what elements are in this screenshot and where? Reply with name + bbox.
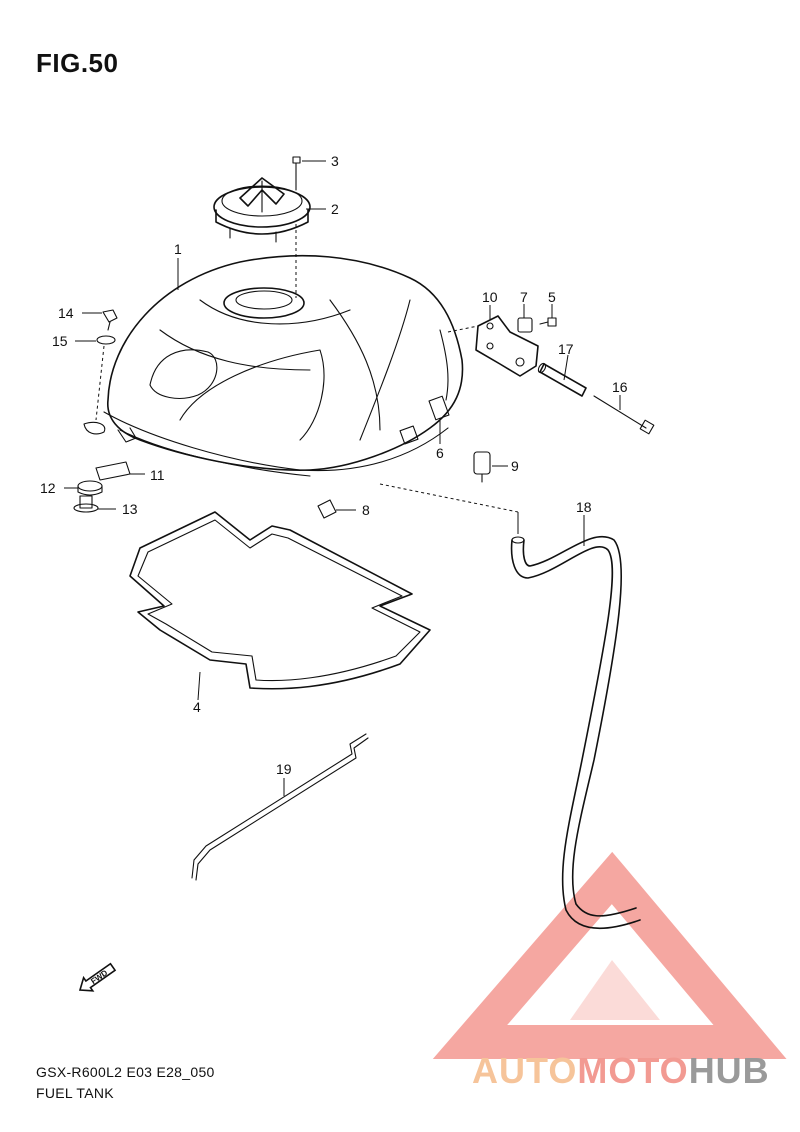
callout-9: 9 [511, 458, 519, 474]
part-10-bracket-plate [447, 305, 539, 377]
part-6-grommets [399, 395, 450, 445]
part-15-washer [75, 335, 116, 421]
callout-17: 17 [558, 341, 574, 357]
part-11-bracket [95, 461, 145, 481]
callout-19: 19 [276, 761, 292, 777]
callout-13: 13 [122, 501, 138, 517]
part-5-bolt [539, 304, 557, 327]
callout-2: 2 [331, 201, 339, 217]
watermark-text: AUTOMOTOHUB [472, 1050, 770, 1092]
callout-14: 14 [58, 305, 74, 321]
callout-4: 4 [193, 699, 201, 715]
callout-10: 10 [482, 289, 498, 305]
part-9-damper [473, 451, 508, 483]
watermark-logo-icon [432, 851, 787, 1059]
part-7-cushion [517, 304, 533, 333]
callout-1: 1 [174, 241, 182, 257]
watermark-part-auto: AUTO [472, 1050, 578, 1091]
part-19-rod [191, 733, 369, 881]
figure-code: GSX-R600L2 E03 E28_050 [36, 1064, 215, 1080]
callout-18: 18 [576, 499, 592, 515]
watermark-part-hub: HUB [688, 1050, 770, 1091]
part-8-clip [317, 499, 356, 519]
fwd-arrow-icon: FWD [78, 962, 117, 992]
watermark-part-moto: MOTO [577, 1050, 689, 1091]
part-4-gasket [129, 511, 431, 701]
callout-12: 12 [40, 480, 56, 496]
callout-3: 3 [331, 153, 339, 169]
figure-name: FUEL TANK [36, 1085, 114, 1101]
part-14-bolt [82, 309, 118, 331]
callout-8: 8 [362, 502, 370, 518]
callout-6: 6 [436, 445, 444, 461]
part-17-collar [537, 354, 587, 397]
part-12-cushion [64, 480, 103, 496]
callout-15: 15 [52, 333, 68, 349]
part-18-hose [379, 483, 641, 930]
part-1-fuel-tank [83, 254, 464, 477]
callout-16: 16 [612, 379, 628, 395]
part-2-fuel-cap [213, 177, 326, 298]
callout-5: 5 [548, 289, 556, 305]
callout-11: 11 [150, 467, 165, 483]
figure-title: FIG.50 [36, 48, 119, 78]
part-13-collar [73, 495, 116, 513]
callout-7: 7 [520, 289, 528, 305]
part-16-long-bolt [593, 395, 655, 435]
part-3-bolt [292, 156, 326, 191]
